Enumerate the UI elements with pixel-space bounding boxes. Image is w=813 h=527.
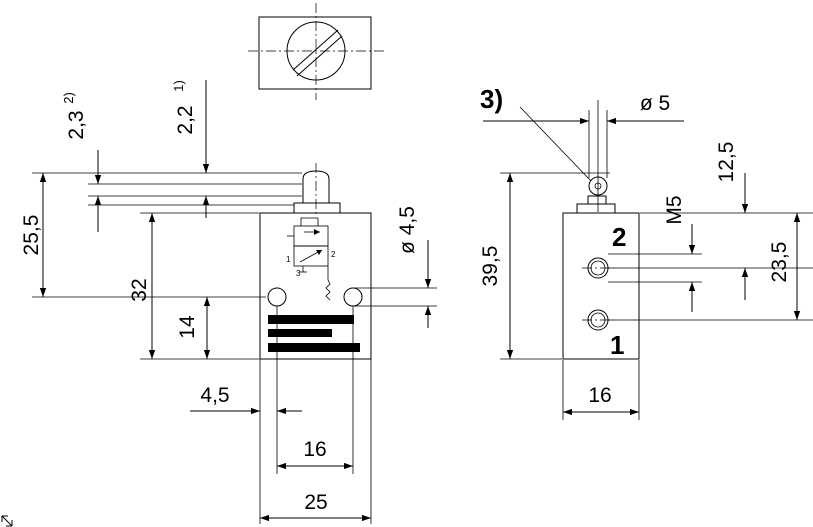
- dim-16-front-label: 16: [303, 438, 326, 461]
- callout-3-leader: [519, 106, 592, 182]
- side-body: [562, 212, 640, 360]
- dim-hole-label: ø 4,5: [396, 206, 419, 254]
- front-view: 2 1 3 25,5 32 14 2,3 2) 2,2 1): [20, 80, 437, 524]
- dim-12-5-label: 12,5: [715, 142, 738, 183]
- slot-line-a: [292, 29, 339, 71]
- mounting-hole-right: [343, 287, 363, 307]
- label-bar-1: [268, 315, 354, 324]
- dim-39-5-label: 39,5: [479, 246, 502, 287]
- symbol-port-3: 3: [296, 269, 301, 278]
- dim-25-label: 25: [304, 491, 327, 514]
- expand-icon[interactable]: [1, 515, 13, 527]
- dim-23-5-label: 23,5: [768, 242, 791, 283]
- top-view-outline: [258, 16, 372, 90]
- symbol-port-1: 1: [286, 255, 291, 264]
- dim-dia5-label: ø 5: [640, 92, 670, 115]
- plunger-collar: [293, 202, 341, 214]
- top-detail-view: [248, 3, 384, 100]
- label-bar-3: [268, 343, 360, 352]
- roller-mount: [587, 195, 607, 205]
- mounting-hole-left: [267, 287, 287, 307]
- side-port-1-label: 1: [610, 330, 624, 360]
- dim-4-5-label: 4,5: [200, 384, 229, 407]
- valve-symbol: 2 1 3: [286, 217, 336, 301]
- dim-m5-label: M5: [663, 195, 686, 224]
- side-port-2-label: 2: [612, 222, 626, 252]
- side-collar: [576, 203, 616, 214]
- dim-14-label: 14: [176, 315, 199, 339]
- label-bar-2: [268, 329, 332, 337]
- dim-2-2-note: 1): [171, 80, 186, 92]
- dim-2-3-note: 2): [61, 92, 76, 104]
- dim-16-side-label: 16: [588, 384, 611, 407]
- side-view: 2 1 3) ø 5 39,5 M5 12,5 23,5: [479, 84, 813, 420]
- dim-25-5-label: 25,5: [20, 215, 43, 256]
- callout-3-label: 3): [480, 84, 503, 114]
- dim-2-2-label: 2,2: [174, 105, 197, 134]
- symbol-port-2: 2: [331, 250, 336, 259]
- dim-32-label: 32: [128, 278, 151, 301]
- slot-line-b: [296, 35, 343, 77]
- dim-2-3-label: 2,3: [65, 110, 88, 139]
